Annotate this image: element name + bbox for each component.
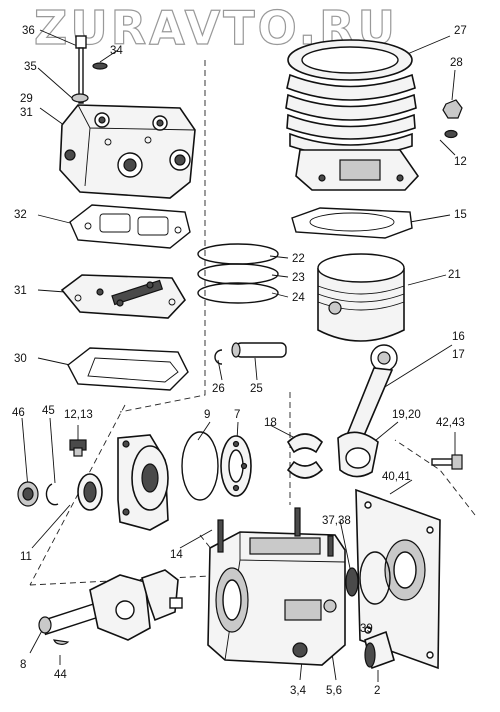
label-32: 32: [14, 209, 27, 221]
label-39: 39: [360, 623, 373, 635]
label-29: 29: [20, 93, 33, 105]
label-12: 12: [454, 156, 467, 168]
key-44: [53, 639, 70, 645]
label-25: 25: [250, 383, 263, 395]
plug-12-13: [69, 439, 87, 457]
label-9: 9: [204, 409, 210, 421]
head-gasket-32: [69, 204, 191, 249]
label-24: 24: [292, 292, 305, 304]
seal-11: [77, 473, 103, 511]
bearing-shells-18: [286, 433, 324, 479]
label-36: 36: [22, 25, 35, 37]
label-30: 30: [14, 353, 27, 365]
label-27: 27: [454, 25, 467, 37]
cylinder-gasket-15: [291, 207, 413, 239]
circlip-26: [214, 349, 223, 365]
label-16: 16: [452, 331, 465, 343]
label-28: 28: [450, 57, 463, 69]
label-18: 18: [264, 417, 277, 429]
label-5-6: 5,6: [326, 685, 342, 697]
connecting-rod: [337, 344, 398, 478]
nut-28: [442, 99, 463, 119]
piston-pin-25: [231, 342, 287, 358]
label-15: 15: [454, 209, 467, 221]
seal-46: [17, 481, 39, 507]
label-35: 35: [24, 61, 37, 73]
bearing-cover: [117, 434, 169, 531]
oil-cap-2: [364, 630, 395, 670]
label-40-41: 40,41: [382, 471, 411, 483]
ring-45: [45, 483, 59, 506]
label-23: 23: [292, 272, 305, 284]
piston-rings: [197, 243, 279, 304]
piston: [317, 253, 405, 342]
valve-gasket-30: [67, 347, 189, 391]
label-19-20: 19,20: [392, 409, 421, 421]
label-31-mid: 31: [14, 285, 27, 297]
label-22: 22: [292, 253, 305, 265]
cylinder-head: [59, 104, 196, 199]
label-14: 14: [170, 549, 183, 561]
o-ring-39: [359, 551, 391, 605]
thrust-washer-37-38: [345, 567, 359, 597]
label-34: 34: [110, 45, 123, 57]
leader-lines: [21, 29, 456, 682]
label-37-38: 37,38: [322, 515, 351, 527]
label-21: 21: [448, 269, 461, 281]
label-31-top: 31: [20, 107, 33, 119]
label-7: 7: [234, 409, 240, 421]
label-44: 44: [54, 669, 67, 681]
washer-12: [444, 129, 458, 139]
label-3-4: 3,4: [290, 685, 307, 697]
o-ring-9: [181, 431, 219, 501]
label-12-13: 12,13: [64, 409, 93, 421]
valve-plate-31: [60, 274, 186, 319]
label-45: 45: [42, 405, 55, 417]
label-11: 11: [20, 551, 32, 563]
crankcase: [207, 507, 346, 666]
label-2: 2: [374, 685, 380, 697]
bolt-42-43: [431, 454, 463, 470]
label-8: 8: [20, 659, 26, 671]
part-labels: 36 34 27 35 28 29 31 12 32 15 22 23 24 2…: [12, 25, 467, 697]
label-26: 26: [212, 383, 225, 395]
washer-34: [92, 62, 108, 70]
washer-35: [71, 93, 89, 103]
label-42-43: 42,43: [436, 417, 465, 429]
rear-cover-plate: [355, 488, 441, 670]
finned-cylinder: [285, 39, 420, 191]
ball-bearing-7: [220, 435, 252, 497]
crankshaft: [38, 569, 183, 641]
label-46: 46: [12, 407, 25, 419]
label-17: 17: [452, 349, 465, 361]
long-stud-bolt: [75, 35, 87, 104]
